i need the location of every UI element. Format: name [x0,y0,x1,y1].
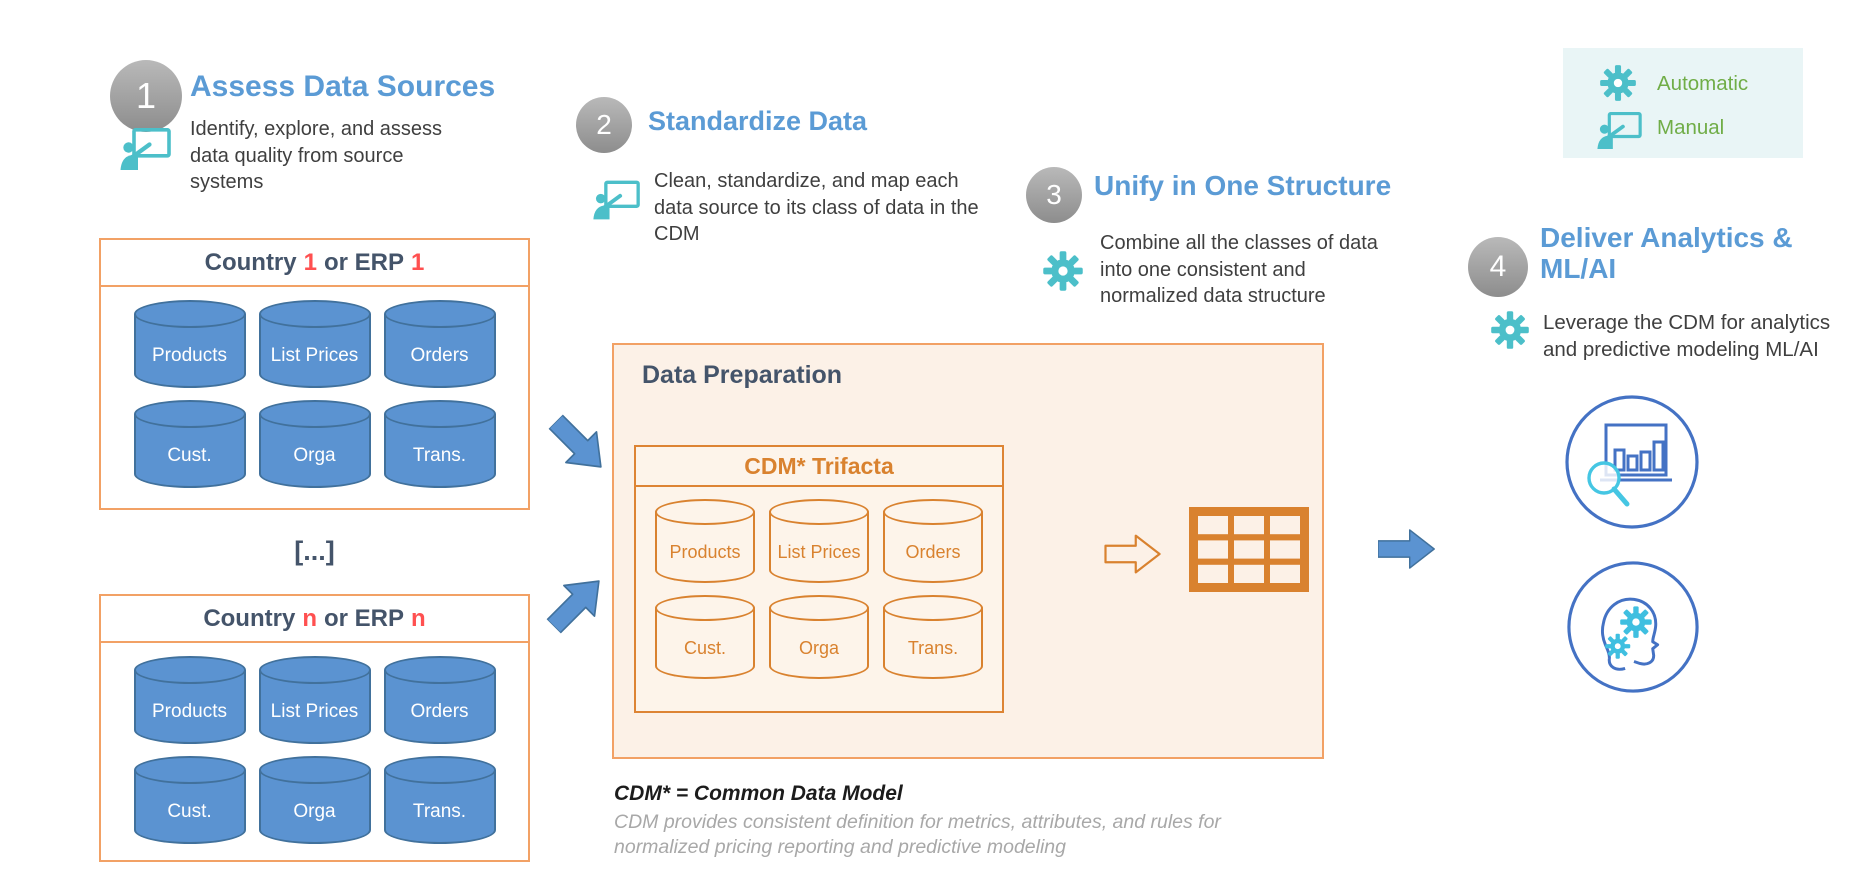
step-4-title: Deliver Analytics & ML/AI [1540,222,1793,285]
database-cylinder: Orders [383,300,496,388]
database-cylinder: Orga [769,595,869,679]
step-2-title: Standardize Data [648,106,868,136]
source-box-country-n: Country n or ERP n Products List Prices … [99,594,530,862]
step-4-description: Leverage the CDM for analytics and predi… [1543,311,1831,362]
step-1-number: 1 [110,60,182,132]
unified-table-grid-icon [1189,507,1309,592]
cylinder-label: Cust. [167,801,212,823]
automatic-gear-icon [1599,64,1637,102]
step-3-description: Combine all the classes of data into one… [1100,232,1378,308]
database-cylinder: Trans. [883,595,983,679]
data-preparation-box: Data Preparation CDM* Trifacta Products … [612,343,1324,759]
step-2-description: Clean, standardize, and map each data so… [654,170,979,246]
header-variable: 1 [303,248,317,276]
database-cylinder: List Prices [258,656,371,744]
header-variable: n [302,604,317,632]
step-3-number: 3 [1026,167,1082,223]
database-cylinder: Orga [258,756,371,844]
cylinder-label: Products [152,701,227,723]
step-1-title: Assess Data Sources [190,70,496,103]
step-4-number: 4 [1468,237,1528,297]
cylinder-grid: Products List Prices Orders Cust. Orga T… [101,643,528,844]
cylinder-label: List Prices [777,541,861,562]
source-box-n-header: Country n or ERP n [101,596,528,643]
database-cylinder: Cust. [133,756,246,844]
flow-arrow-down-right [538,404,620,486]
cdm-note: CDM provides consistent definition for m… [614,811,1221,859]
data-preparation-title: Data Preparation [642,361,843,389]
database-cylinder: List Prices [769,499,869,583]
cylinder-label: Trans. [412,445,467,467]
header-text: or ERP [323,604,404,632]
manual-presenter-icon [119,127,171,171]
cylinder-label: Orga [293,445,336,467]
cylinder-label: Trans. [907,637,959,658]
header-variable: 1 [411,248,425,276]
manual-presenter-icon [592,180,640,220]
header-text: Country [203,604,296,632]
cylinder-label: List Prices [270,701,359,723]
step-number-text: 1 [135,75,157,116]
source-box-country-1: Country 1 or ERP 1 Products List Prices … [99,238,530,510]
database-cylinder: Products [655,499,755,583]
cylinder-label: Products [669,541,741,562]
database-cylinder: Cust. [133,400,246,488]
cylinder-label: Orders [410,701,469,723]
database-cylinder: Orga [258,400,371,488]
cylinder-label: List Prices [270,345,359,367]
cylinder-label: Orders [905,541,961,562]
cylinder-label: Trans. [412,801,467,823]
flow-arrow-right [1378,526,1436,572]
database-cylinder: List Prices [258,300,371,388]
step-number-text: 4 [1489,250,1507,283]
cylinder-grid: Products List Prices Orders Cust. Orga T… [636,487,1002,679]
cylinder-label: Orga [798,637,840,658]
cdm-trifacta-title: CDM* Trifacta [636,447,1002,487]
legend: Automatic Manual [1563,48,1803,158]
flow-arrow-up-right [536,562,618,644]
cdm-definition: CDM* = Common Data Model [614,782,903,805]
source-box-1-header: Country 1 or ERP 1 [101,240,528,287]
database-cylinder: Products [133,656,246,744]
step-number-text: 3 [1046,179,1062,210]
cylinder-label: Cust. [683,637,726,658]
cdm-trifacta-box: CDM* Trifacta Products List Prices Order… [634,445,1004,713]
automatic-gear-icon [1042,250,1084,292]
analytics-chart-magnifier-icon [1565,395,1699,529]
automatic-gear-icon [1490,310,1530,350]
header-variable: n [411,604,426,632]
cylinder-grid: Products List Prices Orders Cust. Orga T… [101,287,528,488]
legend-automatic-label: Automatic [1657,72,1749,95]
database-cylinder: Orders [383,656,496,744]
cylinder-label: Orga [293,801,336,823]
ml-ai-head-gears-icon [1567,561,1699,693]
cylinder-label: Products [152,345,227,367]
database-cylinder: Cust. [655,595,755,679]
cylinder-label: Orders [410,345,469,367]
step-1-description: Identify, explore, and assess data quali… [190,118,442,194]
step-number-text: 2 [596,109,612,140]
hollow-flow-arrow [1103,532,1163,576]
database-cylinder: Products [133,300,246,388]
cylinder-label: Cust. [167,445,212,467]
database-cylinder: Trans. [383,400,496,488]
step-3-title: Unify in One Structure [1094,170,1392,201]
legend-manual-label: Manual [1657,116,1725,139]
header-text: Country [204,248,297,276]
manual-presenter-icon [1596,112,1642,149]
more-sources-ellipsis: [...] [294,536,335,566]
database-cylinder: Trans. [383,756,496,844]
database-cylinder: Orders [883,499,983,583]
step-2-number: 2 [576,97,632,153]
header-text: or ERP [323,248,404,276]
